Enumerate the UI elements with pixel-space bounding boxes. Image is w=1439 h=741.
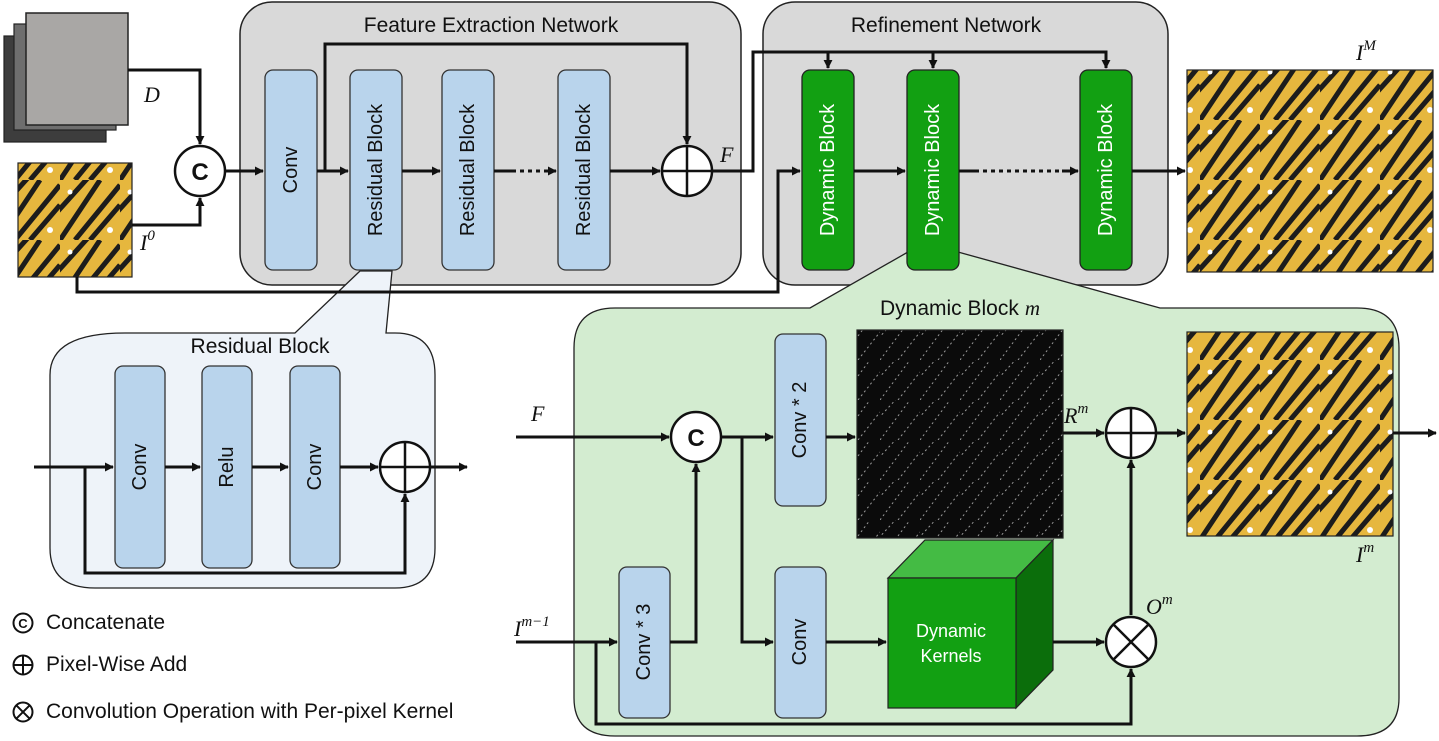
dynamic-block-label-1: Dynamic Block: [817, 103, 839, 236]
kernels-cube-front: [887, 577, 1017, 709]
symbol-om: Om: [1146, 592, 1173, 619]
rb-conv-label-1: Conv: [129, 444, 151, 491]
output-image-im-detail: [1186, 331, 1394, 537]
feature-extraction-title: Feature Extraction Network: [364, 14, 619, 37]
symbol-im-detail: Im: [1355, 540, 1374, 567]
dynamic-block-label-3: Dynamic Block: [1095, 103, 1117, 236]
output-image-im: [1186, 69, 1434, 273]
top-connections: [75, 42, 1186, 294]
add-node-detail-plus: [1106, 408, 1156, 458]
symbol-rm: Rm: [1063, 401, 1088, 428]
concatenate-icon: C: [12, 612, 34, 634]
kernels-label-line1: Dynamic: [916, 621, 986, 641]
fe-residual-label-3: Residual Block: [573, 103, 595, 236]
legend-concatenate-label: Concatenate: [46, 611, 166, 634]
dyn-conv3-label: Conv * 3: [633, 604, 655, 681]
fe-residual-label-2: Residual Block: [457, 103, 479, 236]
dynamic-detail-connections: [516, 428, 1437, 726]
residual-detail-connections: [34, 462, 468, 575]
dyn-conv-label: Conv: [789, 619, 811, 666]
dyn-conv2-block: [774, 333, 827, 507]
input-image-i0: [17, 162, 133, 278]
rb-relu-label: Relu: [216, 446, 238, 487]
symbol-i0: I0: [139, 228, 155, 255]
dynamic-block-label-2: Dynamic Block: [922, 103, 944, 236]
residual-map-image: [856, 329, 1064, 539]
concat-node-detail-letter: C: [687, 425, 704, 452]
legend-concatenate: C Concatenate: [12, 611, 165, 635]
symbol-im-top: IM: [1355, 38, 1377, 65]
depth-stack-front: [25, 12, 129, 126]
symbol-d: D: [143, 82, 160, 107]
per-pixel-conv-icon: [12, 701, 34, 723]
rb-conv-label-2: Conv: [304, 444, 326, 491]
symbol-f-detail: F: [530, 401, 545, 426]
per-pixel-conv-node-cross: [1112, 623, 1150, 661]
add-node-feature-plus: [662, 146, 712, 196]
dyn-conv2-label: Conv * 2: [789, 382, 811, 459]
legend-conv-op: Convolution Operation with Per-pixel Ker…: [12, 700, 453, 724]
rb-add-node-plus: [380, 442, 430, 492]
refinement-title: Refinement Network: [851, 14, 1042, 37]
fe-residual-label-1: Residual Block: [365, 103, 387, 236]
legend-pixel-add: Pixel-Wise Add: [12, 653, 187, 677]
concat-node-top-letter: C: [191, 159, 208, 186]
fe-conv-label: Conv: [280, 147, 302, 194]
svg-text:C: C: [18, 616, 28, 631]
legend-conv-op-label: Convolution Operation with Per-pixel Ker…: [46, 700, 454, 723]
pixel-add-icon: [12, 654, 34, 676]
symbol-f-top: F: [719, 142, 734, 167]
kernels-label-line2: Kernels: [920, 646, 981, 666]
legend-pixel-add-label: Pixel-Wise Add: [46, 653, 188, 676]
residual-detail-title: Residual Block: [191, 335, 330, 358]
symbol-im-minus-1: Im−1: [513, 614, 550, 641]
